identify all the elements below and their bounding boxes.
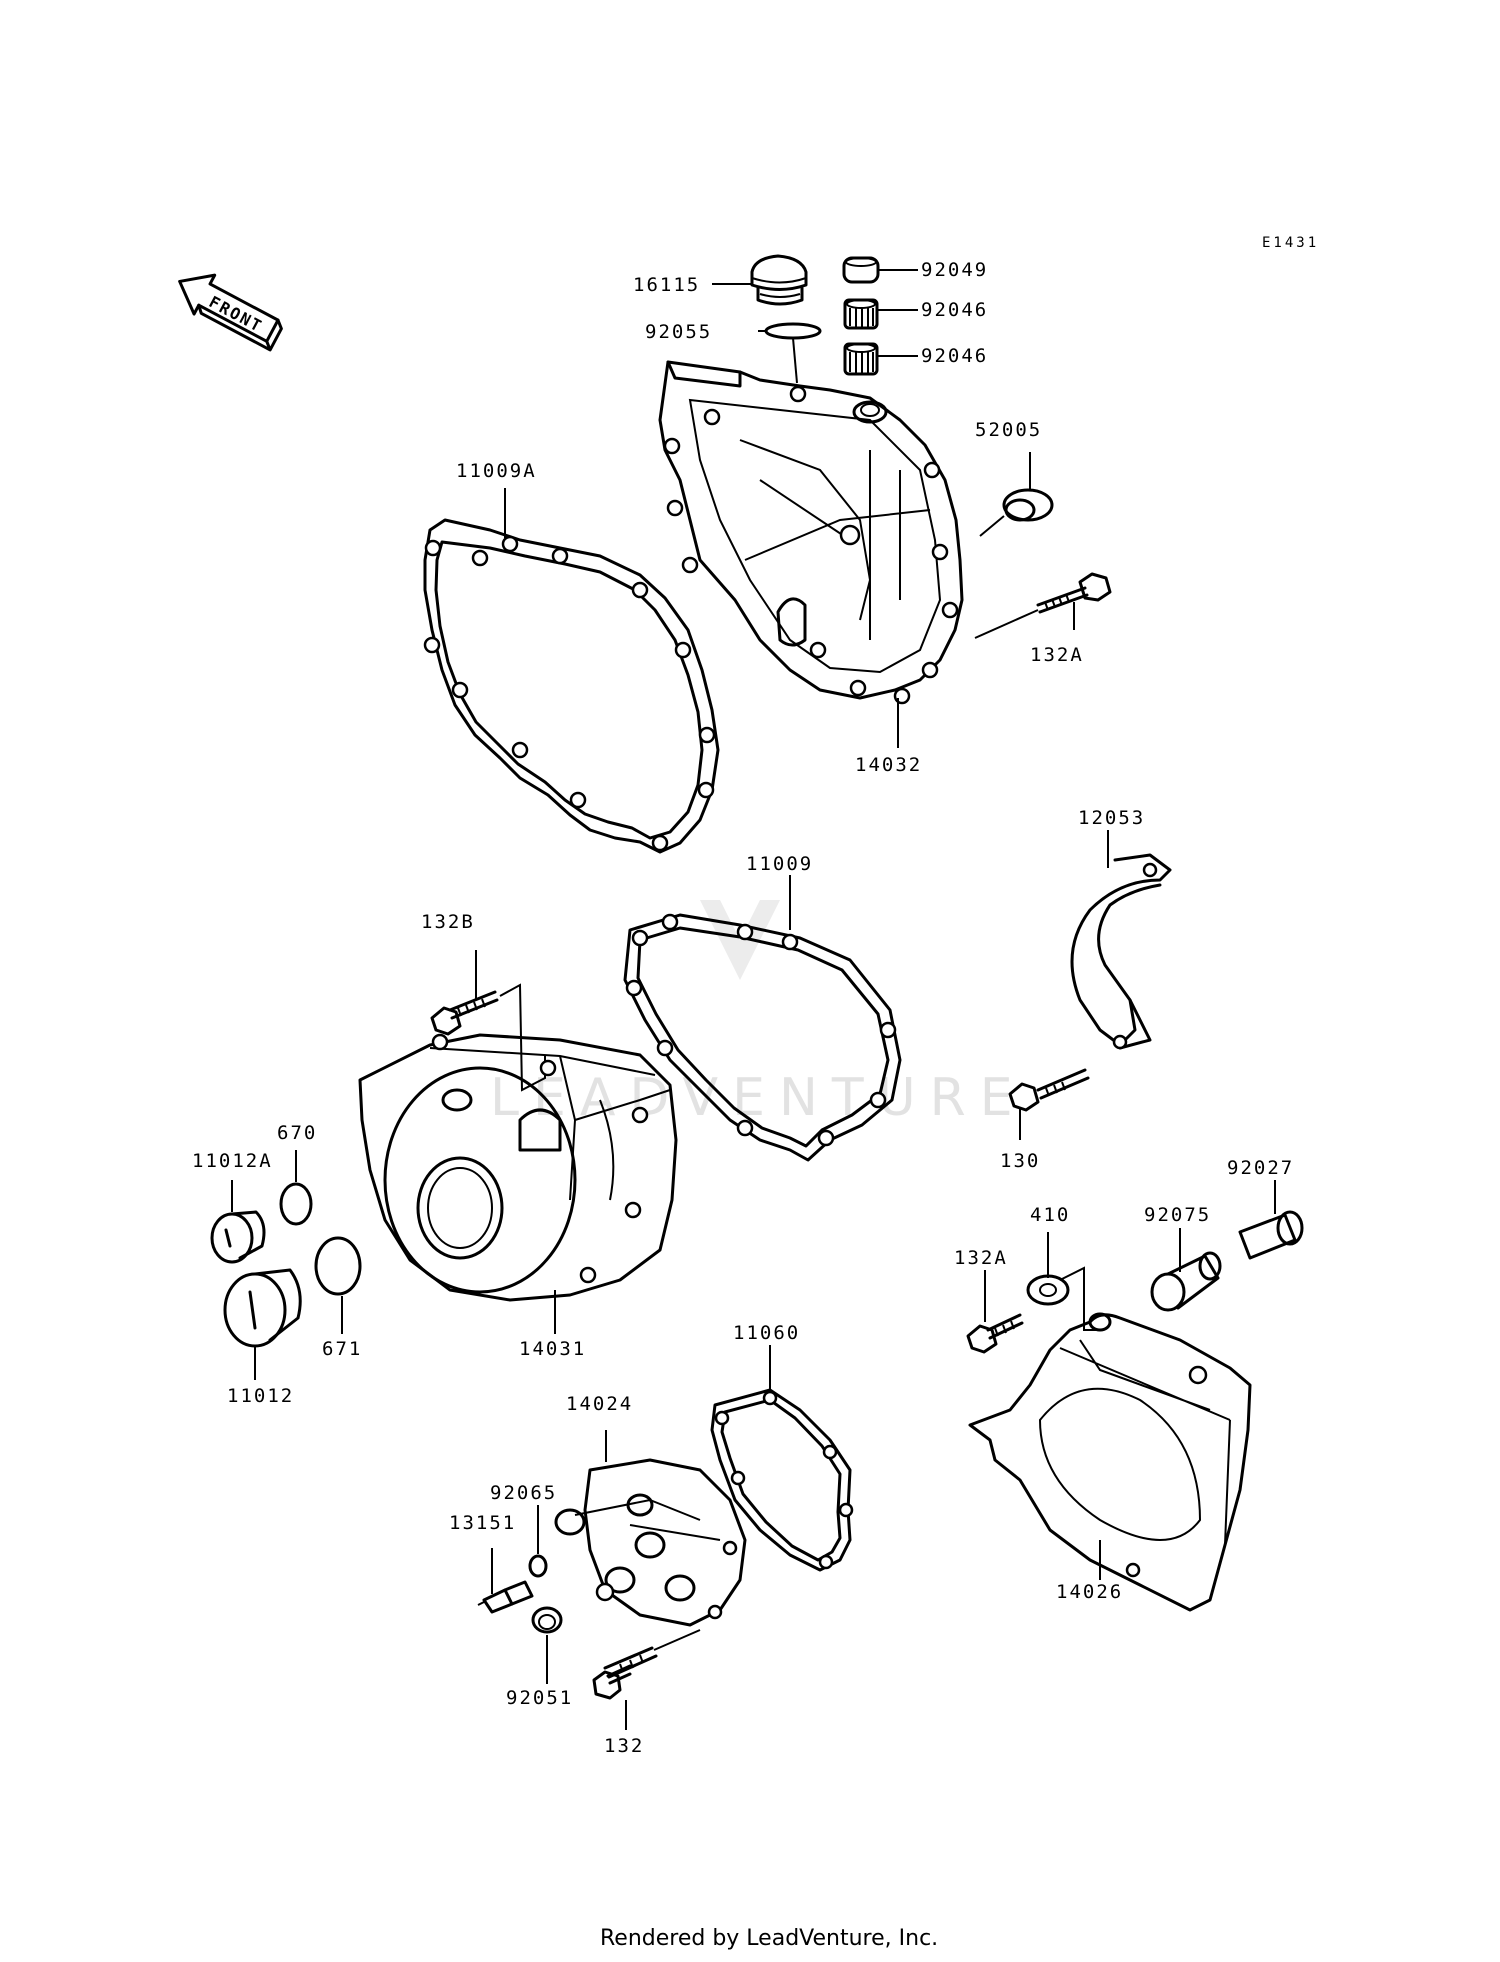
part-label-11009a: 11009A (456, 460, 537, 482)
o-ring-670 (279, 1182, 313, 1226)
part-label-11012: 11012 (227, 1385, 294, 1407)
diagram-code: E1431 (1262, 235, 1319, 251)
gasket-11009a (423, 518, 720, 854)
part-label-132b: 132B (421, 911, 475, 933)
o-ring-92055 (764, 322, 822, 340)
part-label-52005: 52005 (975, 419, 1042, 441)
footer-credit: Rendered by LeadVenture, Inc. (600, 1926, 938, 1951)
part-label-92046-b: 92046 (921, 345, 988, 367)
part-label-13151: 13151 (449, 1512, 516, 1534)
clutch-cover (658, 360, 964, 705)
part-label-16115: 16115 (633, 274, 700, 296)
oil-seal-52005 (1002, 488, 1054, 522)
bolt-130 (1008, 1068, 1090, 1112)
part-label-670: 670 (277, 1122, 317, 1144)
gasket-11009 (623, 913, 902, 1162)
oil-filler-cap (750, 254, 808, 306)
plug-11012 (223, 1268, 302, 1348)
part-label-92049: 92049 (921, 259, 988, 281)
watermark-text: LEADVENTURE (490, 1068, 1027, 1128)
part-label-92051: 92051 (506, 1687, 573, 1709)
gasket-11060 (710, 1388, 854, 1572)
part-label-14032: 14032 (855, 754, 922, 776)
part-label-132a-top: 132A (1030, 644, 1084, 666)
part-label-410: 410 (1030, 1204, 1070, 1226)
part-label-671: 671 (322, 1338, 362, 1360)
bushing-92046-b (843, 342, 879, 376)
collar-92027 (1238, 1210, 1304, 1260)
part-label-14024: 14024 (566, 1393, 633, 1415)
part-label-11009: 11009 (746, 853, 813, 875)
plug-11012a (210, 1210, 266, 1264)
part-label-130: 130 (1000, 1150, 1040, 1172)
part-label-92046-a: 92046 (921, 299, 988, 321)
part-label-92055: 92055 (645, 321, 712, 343)
washer-410 (1026, 1274, 1070, 1306)
part-label-92075: 92075 (1144, 1204, 1211, 1226)
bleeder-bolt-13151 (477, 1580, 534, 1614)
part-labels: 16115 92049 92046 92055 92046 52005 1100… (192, 259, 1294, 1757)
part-label-92027: 92027 (1227, 1157, 1294, 1179)
part-label-12053: 12053 (1078, 807, 1145, 829)
watermark: LEADVENTURE (490, 900, 1027, 1128)
part-label-132a-bottom: 132A (954, 1247, 1008, 1269)
bolt-132 (592, 1646, 658, 1700)
bushing-92049 (842, 256, 880, 284)
bolt-132a-top (1036, 572, 1112, 614)
o-ring-671 (314, 1236, 362, 1296)
water-pump-cover (554, 1458, 747, 1627)
washer-92065 (528, 1554, 548, 1578)
part-label-132: 132 (604, 1735, 644, 1757)
part-label-14031: 14031 (519, 1338, 586, 1360)
bolt-132b (430, 990, 499, 1036)
sprocket-cover (968, 1312, 1252, 1612)
collar-92075 (1150, 1251, 1222, 1312)
part-label-11060: 11060 (733, 1322, 800, 1344)
bolt-132a-bottom (966, 1313, 1024, 1354)
seal-92051 (531, 1606, 563, 1634)
magneto-cover (358, 1033, 678, 1302)
part-label-92065: 92065 (490, 1482, 557, 1504)
part-label-14026: 14026 (1056, 1581, 1123, 1603)
chain-guard-12053 (1070, 853, 1172, 1050)
bushing-92046-a (843, 298, 879, 330)
part-label-11012a: 11012A (192, 1150, 273, 1172)
front-arrow-icon: FRONT (178, 273, 283, 352)
